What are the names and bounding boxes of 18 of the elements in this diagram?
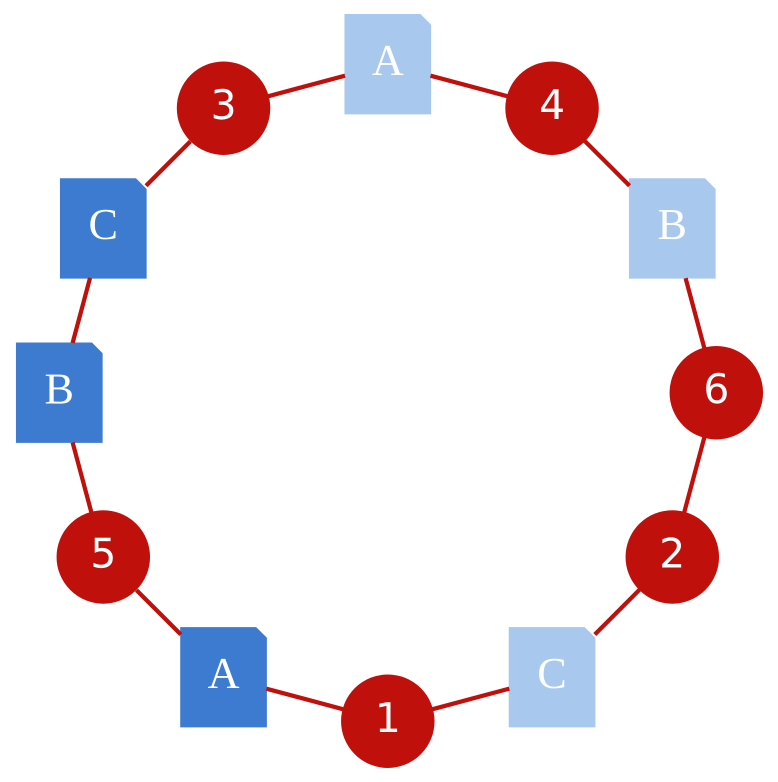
connector [429, 74, 508, 98]
connector [582, 140, 631, 188]
connector [682, 436, 706, 514]
node-circle: 6 [669, 346, 763, 440]
connector [266, 74, 346, 98]
connector [432, 686, 510, 712]
connector [592, 588, 640, 636]
node-circle: 3 [176, 61, 270, 155]
connector [683, 278, 706, 349]
connector [70, 442, 93, 514]
node-circle: 1 [340, 674, 434, 768]
connector [265, 686, 344, 712]
connector [134, 588, 182, 636]
node-circle: 4 [504, 61, 598, 155]
node-circle: 2 [625, 510, 719, 604]
connector [70, 277, 92, 344]
node-circle: 5 [56, 510, 150, 604]
connector [144, 140, 192, 188]
